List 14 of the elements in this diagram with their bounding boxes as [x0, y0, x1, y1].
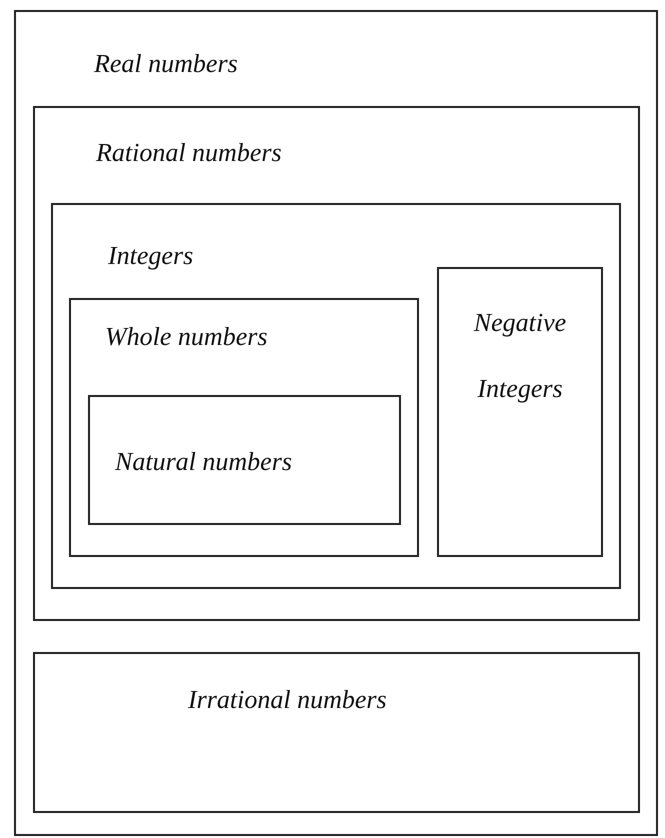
set-box [437, 267, 603, 557]
set-label: Integers [108, 240, 194, 272]
set-box [51, 203, 621, 589]
set-label: Natural numbers [115, 446, 292, 478]
set-box [69, 298, 419, 557]
set-box [88, 395, 401, 525]
set-box [33, 652, 640, 813]
set-box [14, 10, 658, 836]
set-box [33, 106, 640, 621]
set-label: Real numbers [94, 48, 238, 80]
set-label: Negative Integers [472, 307, 568, 405]
set-label: Irrational numbers [188, 684, 387, 716]
set-label: Whole numbers [105, 321, 268, 353]
set-label: Rational numbers [96, 137, 282, 169]
